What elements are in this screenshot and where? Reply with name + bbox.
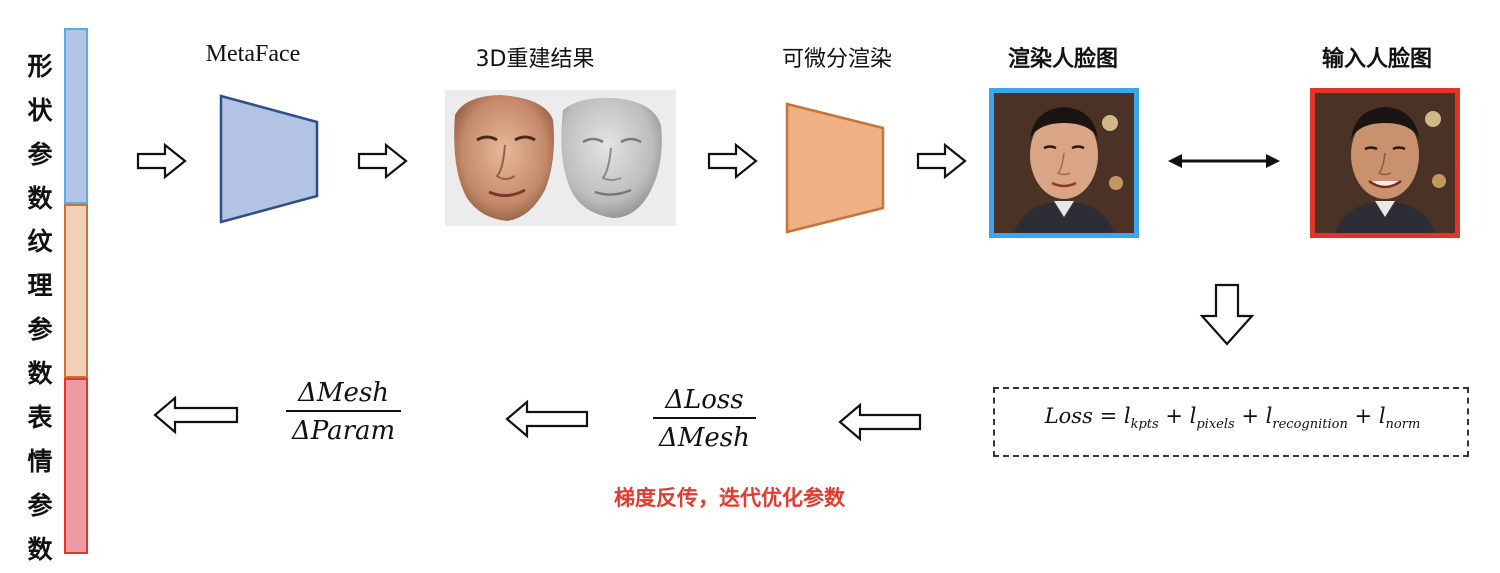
expression-param-bar xyxy=(64,378,88,554)
face-texture-icon xyxy=(994,93,1134,233)
loss-formula: Loss = lkpts + lpixels + lrecognition + … xyxy=(1044,404,1421,433)
texture-param-bar xyxy=(64,204,88,378)
shape-param-label: 形状参数 xyxy=(27,52,53,213)
reconstruction-image xyxy=(445,90,676,226)
hollow-arrow-right-icon xyxy=(357,142,408,180)
fraction-numerator: ΔMesh xyxy=(298,378,390,408)
loss-mesh-fraction: ΔLoss ΔMesh xyxy=(653,385,756,453)
loss-lhs: Loss xyxy=(1044,404,1093,428)
expression-param-label: 表情参数 xyxy=(27,403,53,564)
loss-term: l xyxy=(1123,404,1131,428)
reconstruction-title: 3D重建结果 xyxy=(475,47,595,72)
mesh-param-fraction: ΔMesh ΔParam xyxy=(286,378,402,446)
backprop-caption: 梯度反传，迭代优化参数 xyxy=(614,486,845,510)
encoder-trapezoid-icon xyxy=(219,94,319,224)
hollow-arrow-down-icon xyxy=(1199,283,1255,346)
input-face-title: 输入人脸图 xyxy=(1321,47,1432,72)
loss-term-sub: norm xyxy=(1385,417,1421,433)
hollow-arrow-right-icon xyxy=(707,142,758,180)
input-face-image xyxy=(1310,88,1460,238)
hollow-arrow-left-icon xyxy=(505,399,589,439)
fraction-denominator: ΔParam xyxy=(286,410,402,446)
loss-term: l xyxy=(1265,404,1273,428)
hollow-arrow-right-icon xyxy=(136,142,187,180)
texture-param-label: 纹理参数 xyxy=(27,227,53,388)
loss-term: l xyxy=(1189,404,1197,428)
double-arrow-icon xyxy=(1168,154,1280,168)
fraction-numerator: ΔLoss xyxy=(665,385,744,415)
render-title: 可微分渲染 xyxy=(781,47,892,72)
renderer-trapezoid-icon xyxy=(785,102,885,234)
rendered-face-image xyxy=(989,88,1139,238)
face-texture-icon xyxy=(1315,93,1455,233)
loss-term-sub: kpts xyxy=(1130,417,1159,433)
loss-term-sub: recognition xyxy=(1272,417,1348,433)
face-texture-icon xyxy=(454,95,662,221)
rendered-face-title: 渲染人脸图 xyxy=(1007,47,1118,72)
hollow-arrow-left-icon xyxy=(838,402,922,442)
shape-param-bar xyxy=(64,28,88,204)
loss-formula-box xyxy=(993,387,1469,457)
loss-term-sub: pixels xyxy=(1196,417,1235,433)
hollow-arrow-left-icon xyxy=(153,395,239,435)
metaface-title: MetaFace xyxy=(205,41,301,67)
loss-term: l xyxy=(1378,404,1386,428)
hollow-arrow-right-icon xyxy=(916,142,967,180)
fraction-denominator: ΔMesh xyxy=(653,417,756,453)
